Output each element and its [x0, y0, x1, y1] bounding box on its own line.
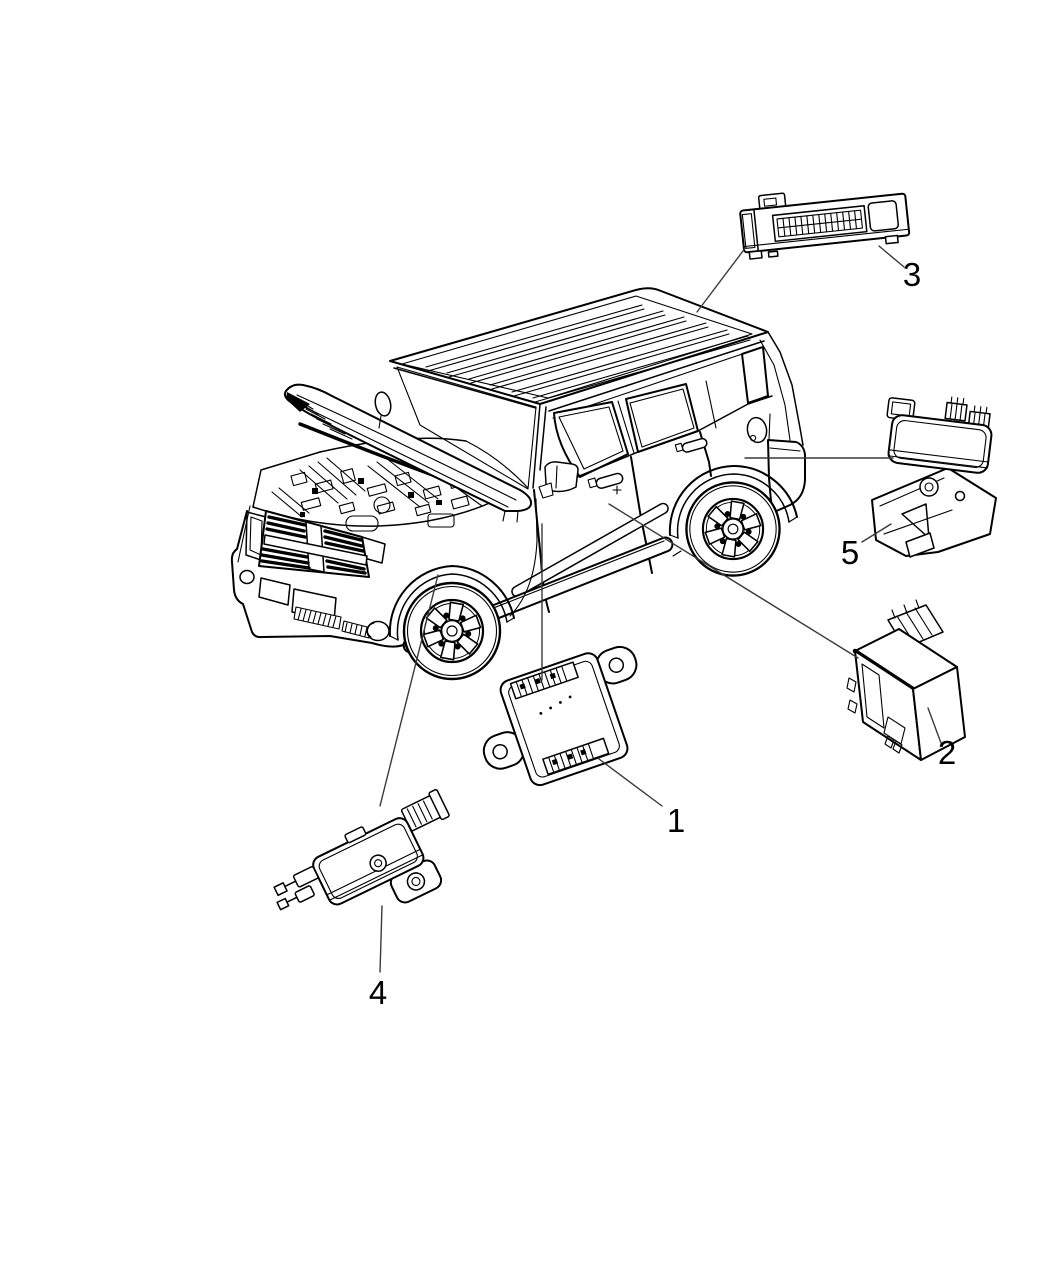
- callout-label-1: 1: [667, 802, 685, 839]
- callout-label-5: 5: [841, 534, 859, 571]
- callout-label-3: 3: [903, 256, 921, 293]
- roof-ribs: [425, 304, 751, 403]
- beltline: [576, 395, 773, 478]
- module-4-illustration: [273, 789, 450, 911]
- front-clip: [230, 510, 407, 648]
- engine-bay-detail: [271, 457, 501, 532]
- grille-crosshair-horizontal: [263, 534, 368, 566]
- grille-slats: [260, 515, 367, 575]
- c-pillar: [705, 380, 717, 429]
- callout-labels: 1 2 3 4 5: [369, 256, 956, 1011]
- module-3-illustration: [739, 192, 911, 260]
- leader-line-2: [608, 503, 859, 659]
- a-pillar: [532, 403, 547, 489]
- leader-line-3-label: [878, 245, 905, 268]
- roof-side-rail: [548, 340, 765, 412]
- module-2-illustration: [846, 599, 966, 761]
- engine-bay-blobs: [300, 478, 442, 517]
- hood-hinge: [502, 510, 519, 523]
- corner-marker-lamp: [239, 569, 255, 585]
- front-fender-crease: [509, 498, 538, 617]
- front-door-window: [553, 401, 629, 478]
- front-bumper: [230, 510, 407, 648]
- leader-line-2-label: [927, 707, 942, 744]
- module-1-bottom-connector: [542, 737, 610, 776]
- rear-fender-flare: [668, 464, 798, 536]
- antenna-base: [374, 391, 392, 417]
- front-wheel-arch: [396, 573, 508, 641]
- leader-line-3: [696, 246, 747, 313]
- callout-label-4: 4: [369, 974, 387, 1011]
- quarter-window: [741, 346, 769, 404]
- leader-line-5-label: [861, 523, 892, 543]
- callout-label-2: 2: [938, 734, 956, 771]
- front-fender-flare: [388, 565, 515, 637]
- rear-door-handle: [681, 437, 708, 453]
- d-pillar: [767, 331, 804, 446]
- front-wheel: [402, 581, 502, 681]
- vehicle-roof: [389, 287, 769, 419]
- module-5-bracket: [871, 467, 997, 557]
- fuel-door: [746, 416, 768, 444]
- leader-line-4-label: [379, 905, 383, 973]
- module-1-illustration: [482, 645, 638, 787]
- front-door-handle: [595, 472, 624, 489]
- leader-line-4: [379, 574, 439, 807]
- b-pillar: [617, 400, 635, 454]
- license-plate-recess: [258, 577, 291, 606]
- leader-lines: [379, 245, 942, 973]
- vehicle-illustration: [230, 287, 806, 681]
- rear-wheel: [685, 481, 781, 577]
- hood-edge-hatching: [295, 398, 353, 440]
- vehicle-glasshouse: [389, 346, 769, 499]
- module-5-illustration: [871, 396, 997, 558]
- door-lock-mark: [612, 485, 622, 495]
- rear-wheel-arch: [676, 473, 790, 539]
- door-lower-molding: [511, 502, 669, 598]
- lower-grille-hatching: [297, 608, 337, 628]
- module-3-pin-window: [771, 205, 868, 243]
- wheel-arches: [237, 464, 798, 641]
- hood-open: [283, 383, 533, 523]
- leader-line-1-label: [598, 758, 663, 807]
